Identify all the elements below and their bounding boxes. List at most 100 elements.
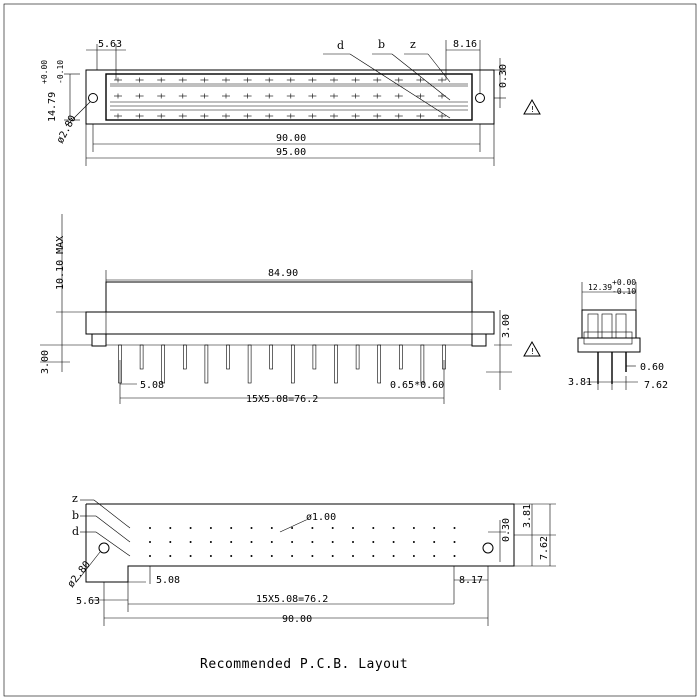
pcb-pin-hole: [392, 541, 395, 543]
dim-top-hole-span: 90.00: [276, 133, 306, 144]
top-pin-mark: [178, 93, 187, 99]
dim-end-depth-tol-lower: -0.10: [612, 287, 636, 296]
top-body-outline: [105, 73, 473, 121]
end-base: [577, 337, 641, 353]
top-pin-mark: [416, 93, 425, 99]
top-pin-mark: [394, 93, 403, 99]
side-pin: [269, 344, 274, 370]
top-flange-outline: [85, 69, 495, 125]
pcb-pin-hole: [270, 527, 273, 529]
row-label-b: b: [378, 38, 385, 51]
pcb-pin-hole: [230, 555, 233, 557]
dim-pcb-hole: ø1.00: [306, 512, 336, 523]
side-pin: [290, 344, 295, 384]
top-pin-mark: [200, 93, 209, 99]
pcb-pin-hole: [352, 541, 354, 543]
svg-text:!: !: [530, 105, 535, 114]
side-pin-marks: [118, 344, 446, 384]
top-pin-mark: [286, 77, 295, 83]
pcb-pin-hole: [169, 527, 172, 529]
top-pin-mark: [308, 93, 317, 99]
dim-side-right-standoff: 3.00: [501, 314, 512, 338]
top-left-mount-hole: [88, 93, 98, 103]
dim-side-pin-row-total: 15X5.08=76.2: [246, 394, 318, 405]
top-pin-mark: [286, 93, 295, 99]
top-pin-mark: [178, 113, 187, 119]
pcb-pin-hole: [250, 541, 253, 543]
dim-end-depth: 12.39: [588, 283, 612, 292]
side-pin: [420, 344, 425, 384]
pcb-pin-hole: [453, 541, 456, 543]
dim-end-depth-tol-upper: +0.00: [612, 278, 636, 287]
top-pin-mark: [222, 77, 230, 83]
dim-pcb-mount-hole: ø2.80: [66, 559, 93, 589]
pcb-pin-hole: [352, 555, 354, 557]
top-pin-mark: [157, 93, 166, 99]
pcb-pin-hole: [209, 555, 212, 557]
pcb-pin-hole: [149, 555, 151, 557]
side-view: 84.90 10.10 MAX 3.00 3.00 ! 5.08 0.65*0.…: [40, 214, 541, 405]
top-pin-mark: [222, 113, 230, 119]
pcb-pin-hole: [250, 527, 253, 529]
top-pin-mark: [135, 77, 144, 83]
row-label-z: z: [410, 38, 416, 51]
pcb-pin-hole: [453, 527, 456, 529]
top-pin-mark: [438, 77, 446, 83]
side-pin: [355, 344, 360, 370]
pcb-pin-hole: [311, 541, 314, 543]
top-pin-mark: [265, 77, 274, 83]
dim-side-body-length: 84.90: [268, 268, 298, 279]
pcb-pin-hole: [412, 541, 415, 543]
top-pin-mark: [286, 113, 295, 119]
side-pin: [161, 344, 165, 384]
top-pin-mark: [265, 93, 274, 99]
top-right-mount-hole: [475, 93, 485, 103]
dim-top-height: 14.79: [47, 92, 58, 122]
pcb-pin-hole: [331, 541, 334, 543]
top-pin-mark: [200, 113, 209, 119]
side-pin: [312, 344, 317, 370]
side-pin: [334, 344, 338, 384]
dim-end-pin-width: 0.60: [640, 362, 664, 373]
pcb-pin-hole: [291, 527, 294, 529]
pcb-pin-hole: [189, 527, 192, 529]
top-pin-mark: [394, 77, 403, 83]
warning-triangle-icon: [523, 340, 541, 357]
pcb-pin-hole: [230, 541, 233, 543]
pcb-pin-hole: [372, 555, 375, 557]
dim-side-max-height: 10.10 MAX: [55, 236, 66, 290]
pcb-pin-hole: [412, 555, 415, 557]
pcb-pin-hole: [372, 527, 375, 529]
side-pin: [204, 344, 209, 384]
drawing-border: [3, 3, 697, 697]
top-pin-mark: [416, 113, 425, 119]
pcb-pin-hole: [412, 527, 415, 529]
warning-triangle-icon: [523, 98, 541, 115]
top-pin-mark: [373, 93, 382, 99]
top-pin-mark: [114, 113, 122, 119]
pcb-hole-grid: [149, 527, 456, 557]
top-pin-mark: [157, 77, 166, 83]
dim-top-right-offset: 8.16: [453, 39, 477, 50]
pcb-pin-hole: [189, 541, 192, 543]
top-pin-mark: [308, 113, 317, 119]
pcb-pin-hole: [209, 527, 212, 529]
pcb-pin-hole: [453, 555, 456, 557]
pcb-pin-hole: [250, 555, 253, 557]
pcb-layout-view: z b d ø1.00 ø2.80 0.30 3.81 7.62 5.08: [66, 492, 556, 672]
top-pin-mark: [243, 77, 252, 83]
pcb-row-label-d: d: [72, 525, 79, 538]
pcb-pin-hole: [433, 527, 436, 529]
dim-end-right: 7.62: [644, 380, 668, 391]
dim-top-right-gap: 0.30: [498, 64, 509, 88]
pcb-pin-hole: [270, 541, 273, 543]
top-pin-mark: [200, 77, 209, 83]
pcb-pin-hole: [270, 555, 273, 557]
top-pin-mark: [243, 93, 252, 99]
dim-pcb-left-pitch: 5.08: [156, 575, 180, 586]
pcb-pin-hole: [311, 527, 314, 529]
dim-pcb-right-gap: 0.30: [501, 518, 512, 542]
top-pin-mark: [308, 77, 317, 83]
pcb-row-label-b: b: [72, 509, 79, 522]
pcb-pin-hole: [392, 527, 395, 529]
